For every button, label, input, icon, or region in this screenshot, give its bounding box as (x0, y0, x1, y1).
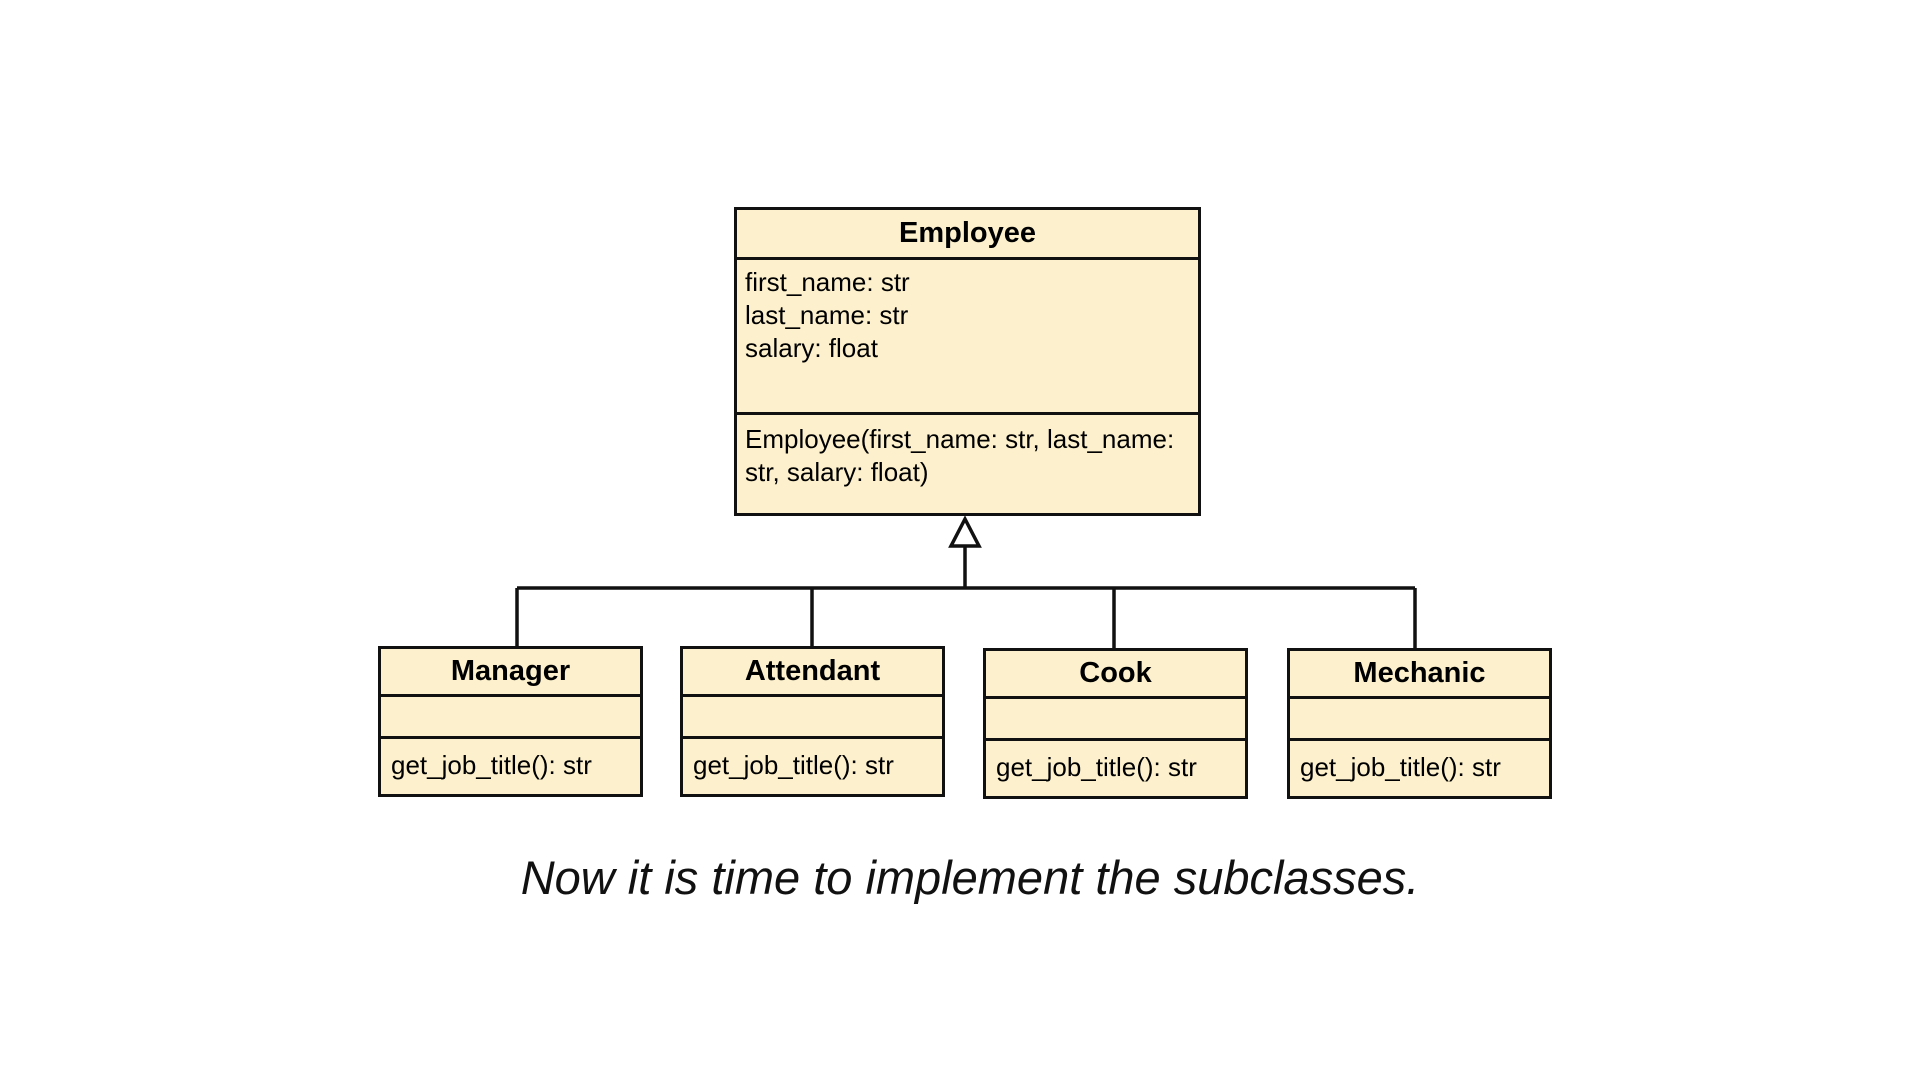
operation: Employee(first_name: str, last_name: (745, 424, 1175, 454)
operation: get_job_title(): str (996, 752, 1197, 782)
class-employee: Employee first_name: str last_name: str … (734, 207, 1201, 516)
class-operations: get_job_title(): str (381, 739, 640, 792)
generalization-arrow-icon (948, 515, 982, 548)
class-name: Attendant (683, 649, 942, 697)
attribute: last_name: str (745, 300, 909, 330)
class-attendant: Attendant get_job_title(): str (680, 646, 945, 797)
class-operations: get_job_title(): str (1290, 741, 1549, 794)
attribute: first_name: str (745, 267, 910, 297)
class-manager: Manager get_job_title(): str (378, 646, 643, 797)
operation: get_job_title(): str (391, 750, 592, 780)
class-attributes (381, 697, 640, 739)
class-operations: get_job_title(): str (986, 741, 1245, 794)
class-attributes (683, 697, 942, 739)
class-attributes (1290, 699, 1549, 741)
class-name: Cook (986, 651, 1245, 699)
class-operations: get_job_title(): str (683, 739, 942, 792)
class-name: Mechanic (1290, 651, 1549, 699)
class-operations: Employee(first_name: str, last_name: str… (737, 415, 1198, 512)
class-attributes: first_name: str last_name: str salary: f… (737, 260, 1198, 415)
class-name: Manager (381, 649, 640, 697)
class-mechanic: Mechanic get_job_title(): str (1287, 648, 1552, 799)
attribute: salary: float (745, 333, 878, 363)
operation: get_job_title(): str (1300, 752, 1501, 782)
class-attributes (986, 699, 1245, 741)
slide-caption: Now it is time to implement the subclass… (520, 851, 1420, 904)
operation: str, salary: float) (745, 457, 929, 487)
class-cook: Cook get_job_title(): str (983, 648, 1248, 799)
operation: get_job_title(): str (693, 750, 894, 780)
class-name: Employee (737, 210, 1198, 260)
